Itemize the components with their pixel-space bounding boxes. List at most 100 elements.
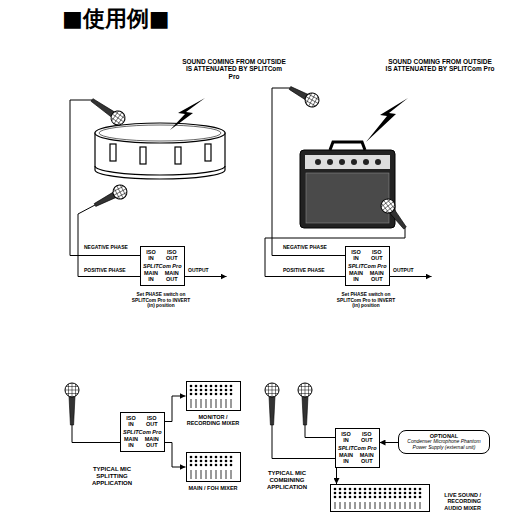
mixer-knob (229, 460, 232, 463)
mixer-fader (400, 502, 401, 509)
mixer-knob (364, 488, 367, 491)
mixer-fader (360, 502, 361, 509)
mixer-knob (404, 492, 407, 495)
mixer-knob (204, 464, 207, 467)
port-label: ISO OUT (144, 415, 160, 428)
mixer-knob (389, 488, 392, 491)
application-caption: TYPICAL MIC COMBINING APPLICATION (252, 470, 322, 491)
mixer-knob (189, 460, 192, 463)
mic-mesh (72, 383, 73, 397)
mixer-knob (399, 488, 402, 491)
mixer-knob (189, 393, 192, 396)
mixer-knob (199, 393, 202, 396)
mixer-knob (334, 496, 337, 499)
mixer-knob (384, 488, 387, 491)
splitter-box: ISO INISO OUTSPLITCom ProMAIN INMAIN OUT (335, 428, 380, 468)
mixer-knob (414, 496, 417, 499)
mic-mesh (115, 112, 125, 119)
microphone (298, 383, 312, 425)
mixer-fader (215, 399, 216, 408)
microphone (265, 383, 279, 425)
mixer-fader (210, 399, 211, 408)
mixer-fader (370, 502, 371, 509)
mixer-knob (399, 492, 402, 495)
mixer-fader (355, 502, 356, 509)
amp-knob (315, 159, 321, 165)
mixer-fader (195, 470, 196, 479)
signal-name: OUTPUT (188, 268, 218, 274)
mixer-knob (209, 464, 212, 467)
drum-head (95, 123, 225, 143)
lightning-bolt (170, 98, 205, 130)
mixer-fader (365, 502, 366, 509)
mixer-knob (209, 393, 212, 396)
mixer-fader (350, 502, 351, 509)
mixer-knob (219, 393, 222, 396)
drum-lug (205, 144, 211, 161)
mixer-fader (375, 502, 376, 509)
mic-handle (302, 396, 308, 425)
mixer-knob (394, 492, 397, 495)
mixer-knob (209, 389, 212, 392)
mixer-fader (225, 470, 226, 479)
mixer-fader (390, 502, 391, 509)
port-label: ISO IN (338, 431, 354, 444)
mixer-knob (209, 456, 212, 459)
mixer-knob (194, 464, 197, 467)
microphone (287, 82, 322, 110)
mixer: MONITOR / RECORDING MIXER (182, 381, 244, 427)
mixer-fader (380, 502, 381, 509)
signal-name: OUTPUT (393, 268, 423, 274)
mixer-knob (204, 389, 207, 392)
mixer-knob (224, 393, 227, 396)
mixer-icon (330, 484, 430, 512)
mixer-knob (194, 393, 197, 396)
mic-mesh (385, 205, 395, 212)
mic-mesh (66, 393, 78, 394)
mixer-knob (379, 488, 382, 491)
mixer-fader (205, 470, 206, 479)
mixer-knob (229, 464, 232, 467)
mixer-knob (419, 492, 422, 495)
signal-connector (165, 396, 186, 422)
mixer-knob (219, 385, 222, 388)
mic-cable (78, 205, 140, 277)
mixer-knob (224, 456, 227, 459)
mic-cables (70, 88, 432, 459)
mixer-body (186, 453, 240, 482)
mixer-knob (344, 488, 347, 491)
mixer-knob (354, 492, 357, 495)
mixer-knob (334, 492, 337, 495)
mixer-icon (186, 381, 241, 411)
mixer-knob (194, 456, 197, 459)
port-label: MAIN IN (123, 436, 139, 449)
mic-mesh (306, 97, 318, 104)
port-label: SPLITCom Pro (123, 429, 162, 435)
mic-handle (94, 192, 116, 208)
lightning-bolt (366, 98, 408, 142)
mixer-fader (395, 502, 396, 509)
mixer-knob (389, 492, 392, 495)
mixer-knob (374, 488, 377, 491)
mixer-knob (204, 385, 207, 388)
mic-mesh (384, 200, 393, 211)
mic-cable (70, 100, 140, 256)
mixer-knob (219, 460, 222, 463)
mic-mesh (299, 393, 311, 394)
mixer-knob (369, 496, 372, 499)
drum-lug (140, 147, 146, 164)
mixer-fader (225, 399, 226, 408)
mixer-knob (379, 492, 382, 495)
mixer-knob (189, 464, 192, 467)
mixer-knob (349, 488, 352, 491)
mixer-fader (230, 399, 231, 408)
drum-hoop (95, 166, 225, 175)
mixer-knob (349, 496, 352, 499)
mic-mesh (266, 393, 278, 394)
mic-grille (111, 183, 130, 202)
page-title: ■使用例■ (62, 4, 170, 34)
mic-mesh (301, 384, 302, 396)
mic-handle (69, 396, 75, 425)
mixer-knob (374, 496, 377, 499)
signal-name: POSITIVE PHASE (283, 268, 341, 274)
